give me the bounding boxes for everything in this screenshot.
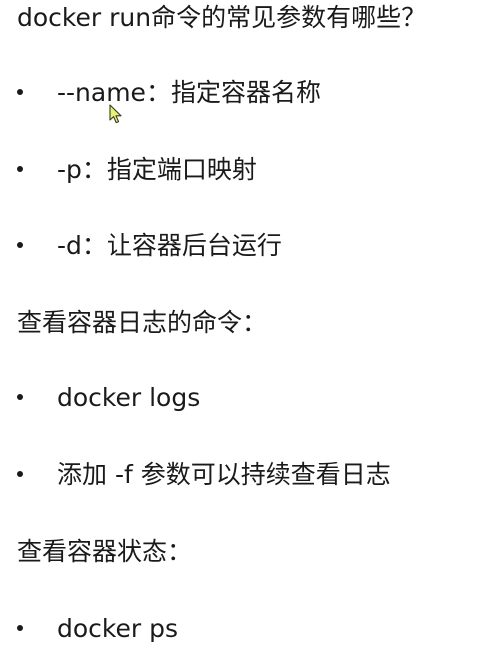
heading-view-status: 查看容器状态： — [17, 537, 193, 566]
bullet-icon — [17, 89, 23, 95]
bullet-icon — [17, 166, 23, 172]
bullet-icon — [17, 471, 23, 477]
list-item-text: --name：指定容器名称 — [57, 78, 321, 107]
bullet-icon — [17, 625, 23, 631]
heading-docker-run-params: docker run命令的常见参数有哪些？ — [17, 3, 427, 32]
mouse-pointer-icon — [109, 104, 122, 124]
list-item-text: -d：让容器后台运行 — [57, 231, 282, 260]
heading-view-logs: 查看容器日志的命令： — [17, 308, 268, 337]
list-item-text: docker ps — [57, 614, 178, 643]
bullet-icon — [17, 242, 23, 248]
bullet-icon — [17, 394, 23, 400]
list-item-text: 添加 -f 参数可以持续查看日志 — [57, 460, 391, 489]
list-item-text: -p：指定端口映射 — [57, 155, 257, 184]
list-item-text: docker logs — [57, 383, 201, 412]
